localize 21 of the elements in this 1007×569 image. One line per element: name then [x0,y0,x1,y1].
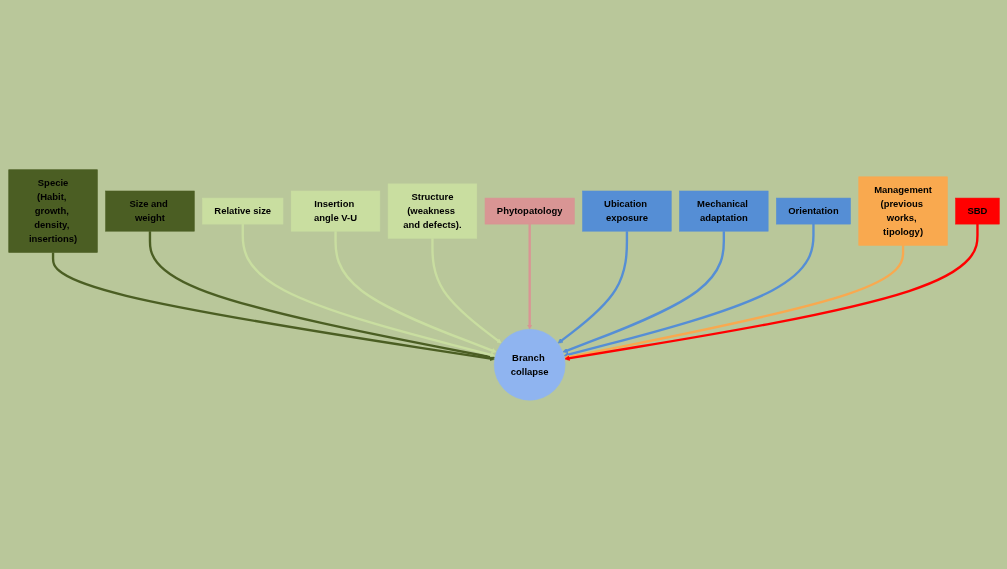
arrow [557,230,628,344]
arrow [526,223,532,330]
node-box [7,168,98,253]
node-box [484,197,575,224]
node-box [104,190,195,232]
arrow [51,252,495,361]
node-box [775,197,851,224]
arrow [563,244,904,360]
arrow [562,230,725,353]
node-box [581,190,672,232]
arrow [563,223,815,357]
arrow [148,230,495,360]
node-box [678,190,768,232]
diagram: Specie (Habit, growth, density, insertions) Size and weight Relative size Insertion angle V-U Structure (weakness and defects). Phytopatology Ubication exposure Mechanical adaptation Orientation Management (previous works, tipology) SBD Branch collapse [3,164,1004,405]
node-box [954,197,1000,224]
arrow [563,223,979,361]
arrow [430,237,502,344]
arrow [333,230,497,353]
node-box [857,176,948,246]
node-circle [493,328,565,401]
arrow [241,223,496,357]
